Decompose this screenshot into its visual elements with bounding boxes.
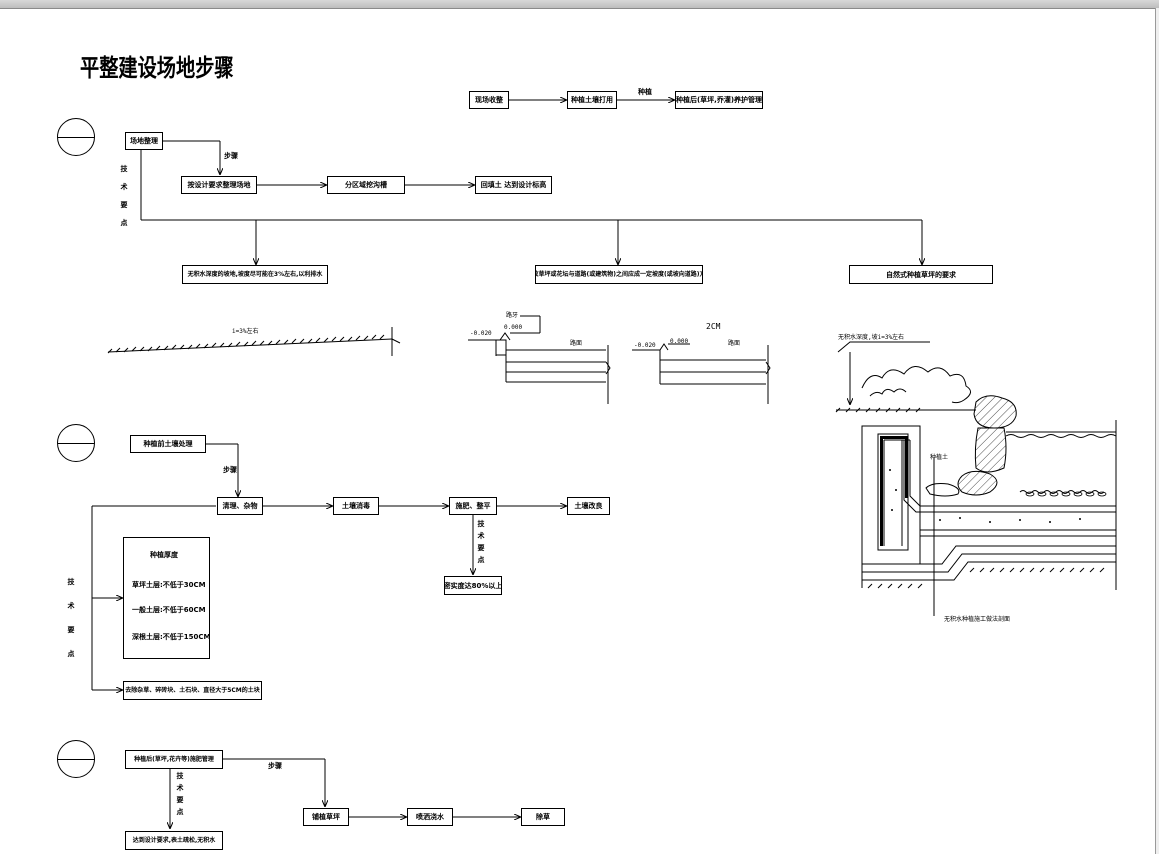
s2-box-b: 土壤消毒 <box>333 497 379 515</box>
s1-box-b: 分区域挖沟槽 <box>327 176 405 194</box>
window-top-bar <box>0 0 1159 9</box>
slope-label: i=3%左右 <box>232 328 259 335</box>
section-soil-label: 种植土 <box>930 454 949 461</box>
s2-sub-label: 技术要点 <box>477 520 485 564</box>
top-box-site-clearing: 现场收整 <box>469 91 509 109</box>
road-label-1: 路面 <box>570 340 583 347</box>
s1-box-c: 回填土 达到设计标高 <box>475 176 552 194</box>
s3-box-start: 种植后(草坪,花卉等)施肥管理 <box>125 750 223 769</box>
s1-step-label: 步骤 <box>224 152 238 160</box>
note-line-3: 深根土层:不低于150CM <box>132 633 211 641</box>
elevation-1: -0.020 <box>470 330 492 337</box>
s1-req-2: 排放草坪或花坛与道路(或建筑物)之间应成一定坡度(或坡向道路)方向 <box>535 265 703 284</box>
s3-box-a: 铺植草坪 <box>303 808 349 826</box>
note-title: 种植厚度 <box>150 551 178 559</box>
s1-req-3: 自然式种植草坪的要求 <box>849 265 993 284</box>
s3-step-label: 步骤 <box>268 762 282 770</box>
s1-box-a: 按设计要求整理场地 <box>181 176 257 194</box>
s3-box-b: 喷洒浇水 <box>407 808 453 826</box>
elevation-3: -0.020 <box>634 342 656 349</box>
section-slope-note: 无积水深度,坡i=3%左右 <box>838 334 905 341</box>
page-title: 平整建设场地步骤 <box>80 53 234 82</box>
elevation-2: 0.000 <box>504 324 523 331</box>
s2-step-label: 步骤 <box>223 466 237 474</box>
road-label-2: 路面 <box>728 340 741 347</box>
s2-box-c: 施肥、整平 <box>449 497 497 515</box>
section-bottom-note: 无积水种植施工做法剖面 <box>944 616 1011 623</box>
section-3-marker <box>57 740 95 778</box>
s3-box-req: 达到设计要求,表土疏松,无积水 <box>125 831 223 850</box>
s1-req-1: 无积水深度的坡地,坡度尽可能在3%左右,以利排水 <box>182 265 328 284</box>
s2-box-e: 密实度达80%以上 <box>444 576 502 595</box>
curb-label: 路牙 <box>506 312 519 319</box>
s3-box-c: 除草 <box>521 808 565 826</box>
s2-side-label: 技术要点 <box>67 578 75 658</box>
s2-box-a: 清理、杂物 <box>217 497 263 515</box>
s2-box-start: 种植前土壤处理 <box>130 435 206 453</box>
note-line-2: 一般土层:不低于60CM <box>132 606 206 614</box>
s3-side-label: 技术要点 <box>176 772 184 816</box>
elevation-4: 0.000 <box>670 338 689 345</box>
s1-box-site-prep: 场地整理 <box>125 132 163 150</box>
top-box-planting-soil: 种植土壤打用 <box>567 91 617 109</box>
s2-box-bottom: 去除杂草、碎砖块、土石块、直径大于5CM的土块 <box>123 681 262 700</box>
note-line-1: 草坪土层:不低于30CM <box>132 581 206 589</box>
window-right-edge <box>1155 8 1159 854</box>
section-1-marker <box>57 118 95 156</box>
top-arrow-label: 种植 <box>638 88 652 96</box>
section-2-marker <box>57 424 95 462</box>
dimension-label: 2CM <box>706 322 721 331</box>
s2-note-box: 种植厚度 草坪土层:不低于30CM 一般土层:不低于60CM 深根土层:不低于1… <box>123 537 211 659</box>
top-box-maintenance: 种植后(草坪,乔灌)养护管理 <box>675 91 763 109</box>
s1-side-label: 技术要点 <box>120 165 128 227</box>
s2-box-d: 土壤改良 <box>567 497 610 515</box>
